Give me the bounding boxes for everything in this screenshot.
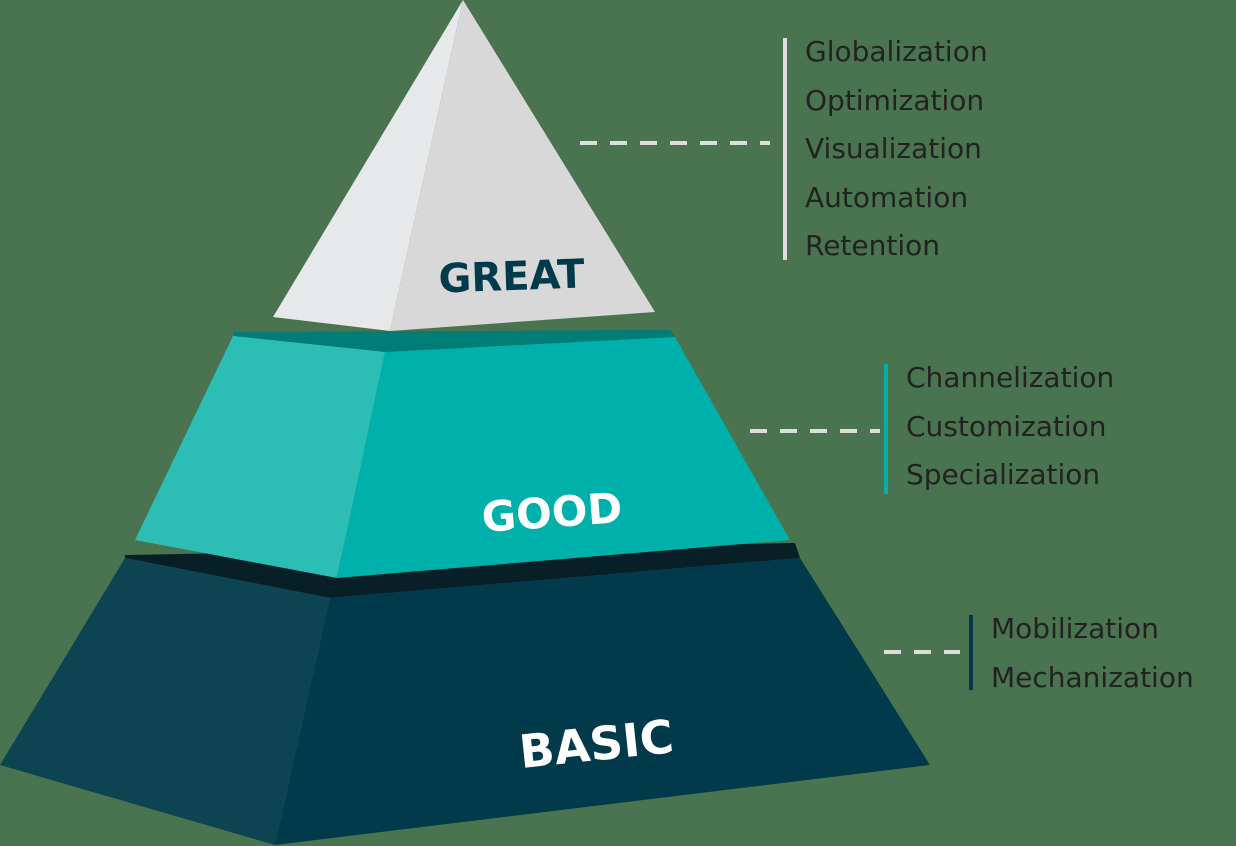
great-items-bar bbox=[783, 38, 787, 260]
list-item: Channelization bbox=[906, 361, 1115, 394]
basic-left-face bbox=[0, 558, 330, 845]
tier-label-great: GREAT bbox=[438, 251, 586, 302]
tier-great: GREAT bbox=[273, 0, 655, 331]
basic-right-face bbox=[275, 558, 930, 845]
basic-items-list: Mobilization Mechanization bbox=[991, 605, 1194, 702]
basic-items-bar bbox=[969, 615, 973, 690]
list-item: Globalization bbox=[805, 35, 988, 68]
tier-basic: BASIC bbox=[0, 543, 930, 845]
great-items-list: Globalization Optimization Visualization… bbox=[805, 28, 988, 271]
good-top-face bbox=[233, 330, 675, 352]
list-item: Visualization bbox=[805, 132, 982, 165]
list-item: Retention bbox=[805, 229, 941, 262]
list-item: Customization bbox=[906, 409, 1107, 443]
list-item: Automation bbox=[805, 180, 969, 214]
list-item: Optimization bbox=[805, 83, 985, 117]
list-item: Mechanization bbox=[991, 660, 1194, 694]
good-items-bar bbox=[884, 364, 888, 494]
tier-label-good: GOOD bbox=[480, 483, 624, 542]
tier-good: GOOD bbox=[135, 330, 790, 578]
great-left-face bbox=[273, 0, 463, 331]
good-items-list: Channelization Customization Specializat… bbox=[906, 354, 1114, 500]
list-item: Mobilization bbox=[991, 612, 1159, 645]
good-right-face bbox=[337, 337, 790, 578]
good-left-face bbox=[135, 336, 385, 578]
list-item: Specialization bbox=[906, 458, 1101, 491]
great-right-face bbox=[390, 0, 655, 331]
